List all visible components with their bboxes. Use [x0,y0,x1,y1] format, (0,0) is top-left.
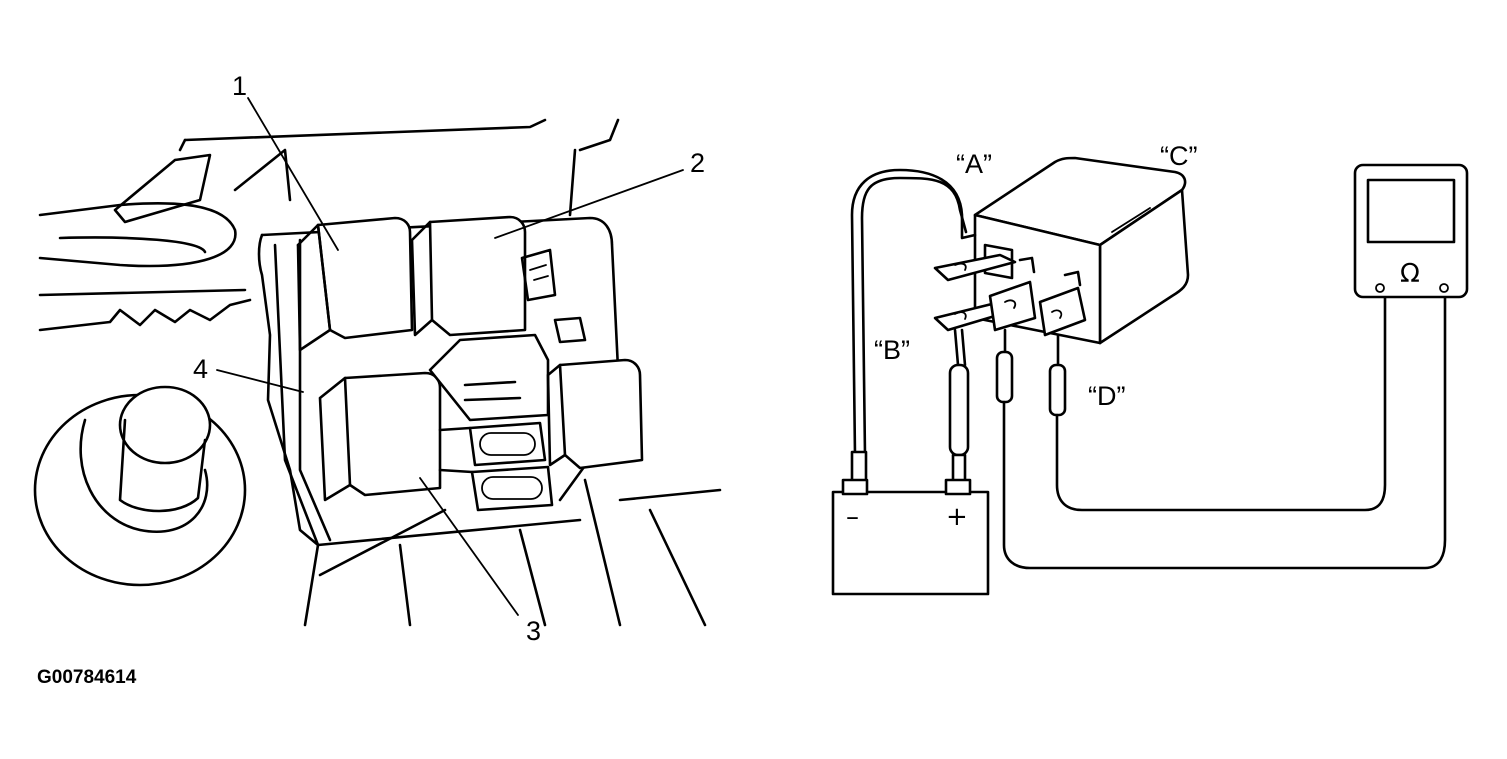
callout-labels: 1 2 3 4 [193,71,705,646]
relay-box-illustration [33,97,722,627]
terminal-label-a: “A” [956,149,992,179]
callout-2: 2 [690,148,705,178]
battery-positive-sign: + [946,502,968,532]
figure-code: G00784614 [37,667,137,688]
relay-test-setup [831,156,1469,596]
callout-4: 4 [193,354,208,384]
callout-1: 1 [232,71,247,101]
terminal-label-b: “B” [874,335,910,365]
terminal-label-d: “D” [1088,381,1125,411]
terminal-label-c: “C” [1160,141,1197,171]
test-labels: “A” “B” “C” “D” – + Ω [846,141,1420,532]
battery-negative-sign: – [846,502,859,532]
callout-3: 3 [526,616,541,646]
ohm-symbol: Ω [1400,259,1420,289]
